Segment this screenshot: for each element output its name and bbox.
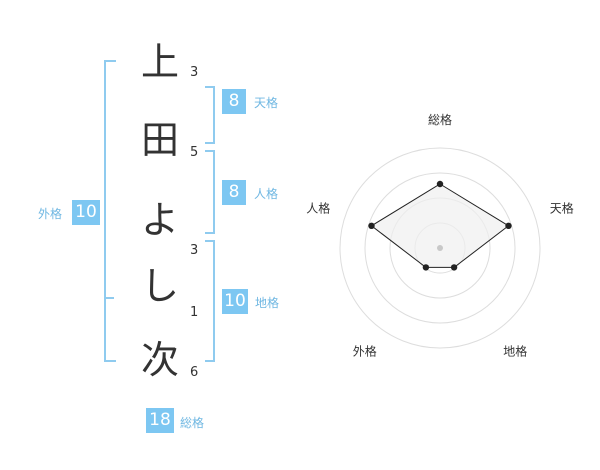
tenkaku-value-badge: 8 [222, 89, 246, 114]
name-char-4: し [140, 264, 179, 308]
jinkaku-label: 人格 [254, 187, 279, 201]
chikaku-value-badge: 10 [222, 289, 248, 314]
radar-point-3 [450, 264, 458, 271]
radar-point-4 [422, 264, 430, 271]
soukaku-value-badge: 18 [146, 408, 174, 433]
stroke-count-1: 3 [190, 65, 199, 80]
radar-point-1 [436, 180, 444, 188]
gaikaku-label: 外格 [38, 207, 63, 221]
radar-label-1: 総格 [428, 112, 452, 127]
radar-ring-3 [364, 172, 516, 324]
stroke-count-4: 1 [190, 305, 199, 320]
tenkaku-bracket [205, 86, 215, 144]
radar-label-4: 外格 [353, 344, 377, 359]
stroke-count-5: 6 [190, 365, 199, 380]
name-char-3: よ [140, 198, 179, 242]
radar-point-5 [368, 222, 375, 229]
gaikaku-bracket-tick [106, 297, 114, 299]
radar-label-2: 天格 [550, 200, 574, 215]
gaikaku-bracket [104, 60, 116, 362]
name-char-5: 次 [140, 338, 179, 382]
radar-polygon [370, 183, 510, 268]
stroke-count-2: 5 [190, 145, 199, 160]
radar-point-2 [505, 222, 512, 229]
name-char-2: 田 [140, 118, 179, 162]
gaikaku-value-badge: 10 [72, 200, 100, 225]
radar-label-5: 人格 [306, 200, 330, 215]
tenkaku-label: 天格 [254, 96, 279, 110]
name-char-1: 上 [140, 40, 179, 84]
stroke-count-3: 3 [190, 243, 199, 258]
jinkaku-value-badge: 8 [222, 180, 246, 205]
radar-center-dot [437, 245, 443, 251]
chikaku-label: 地格 [255, 296, 280, 310]
soukaku-label: 総格 [180, 416, 205, 430]
radar-points [368, 180, 512, 271]
radar-ring-4 [339, 147, 541, 349]
chikaku-bracket [205, 240, 215, 362]
radar-label-3: 地格 [503, 344, 527, 359]
jinkaku-bracket [205, 150, 215, 234]
